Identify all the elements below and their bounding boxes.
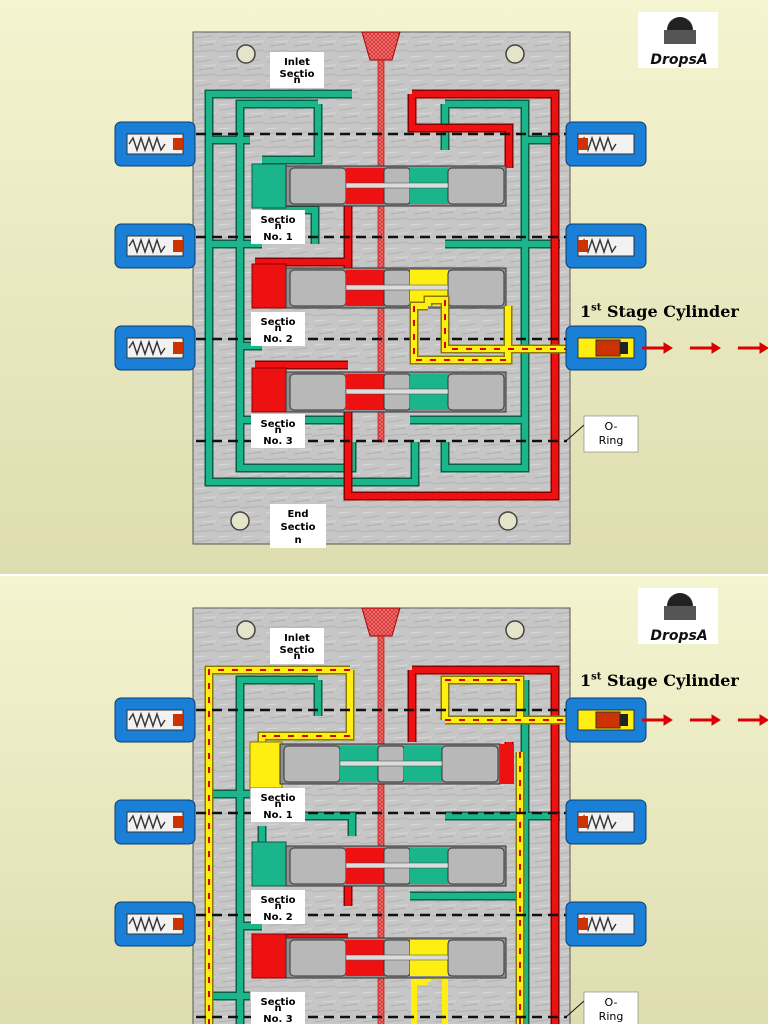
svg-text:Sectio: Sectio <box>261 317 296 328</box>
svg-text:Sectio: Sectio <box>261 895 296 906</box>
svg-text:Ring: Ring <box>599 1010 624 1023</box>
svg-text:n: n <box>274 901 281 912</box>
dropsa-logo: DropsA <box>638 588 718 644</box>
svg-text:n: n <box>274 799 281 810</box>
valve-diagram-2: Inlet Sectio n Sectio n No. 1 Sectio n N… <box>114 588 768 1024</box>
svg-text:Sectio: Sectio <box>261 793 296 804</box>
left-fittings <box>114 697 196 947</box>
svg-text:No. 1: No. 1 <box>263 810 293 821</box>
piston-assembly-2 <box>251 263 507 309</box>
svg-text:n: n <box>274 221 281 232</box>
svg-text:No. 3: No. 3 <box>263 436 293 447</box>
piston-assembly-1 <box>251 163 507 209</box>
slide-2: Inlet Sectio n Sectio n No. 1 Sectio n N… <box>0 576 768 1024</box>
mount-hole <box>236 44 256 64</box>
label-section-2: Sectio n No. 2 <box>251 890 305 924</box>
label-section-1: Sectio n No. 1 <box>251 788 305 822</box>
svg-text:Sectio: Sectio <box>281 522 316 533</box>
outlet-arrows <box>642 714 768 726</box>
piston-assembly-3 <box>251 933 507 979</box>
svg-text:No. 1: No. 1 <box>263 232 293 243</box>
svg-text:No. 2: No. 2 <box>263 334 293 345</box>
svg-text:Sectio: Sectio <box>261 419 296 430</box>
label-inlet-section: Inlet Sectio n <box>270 628 324 664</box>
slide-1: Inlet Sectio n Sectio n No. 1 Sectio n N… <box>0 0 768 576</box>
svg-text:No. 3: No. 3 <box>263 1014 293 1024</box>
mount-hole <box>498 511 518 531</box>
section-lines <box>196 708 567 1019</box>
svg-text:O-: O- <box>605 420 618 433</box>
dropsa-logo: DropsA <box>638 12 718 68</box>
svg-text:n: n <box>293 75 300 86</box>
label-end-section: End Sectio n <box>270 504 326 548</box>
svg-text:n: n <box>293 651 300 662</box>
outlet-arrows <box>642 342 768 354</box>
stage-cylinder-label: 1st Stage Cylinder <box>580 302 739 321</box>
svg-text:Ring: Ring <box>599 434 624 447</box>
svg-text:End: End <box>287 509 308 520</box>
mount-hole <box>505 620 525 640</box>
svg-text:n: n <box>294 535 301 546</box>
label-o-ring: O- Ring <box>565 415 639 453</box>
left-fittings <box>114 121 196 371</box>
label-section-2: Sectio n No. 2 <box>251 312 305 346</box>
piston-assembly-1 <box>249 741 514 789</box>
svg-text:Inlet: Inlet <box>284 57 310 68</box>
right-fittings <box>565 697 647 947</box>
svg-text:DropsA: DropsA <box>650 52 707 68</box>
mount-hole <box>236 620 256 640</box>
inlet-port <box>361 607 401 637</box>
stage-cylinder-label: 1st Stage Cylinder <box>580 671 739 690</box>
inlet-channel <box>377 635 385 1024</box>
label-inlet-section: Inlet Sectio n <box>270 52 324 88</box>
label-section-1: Sectio n No. 1 <box>251 210 305 244</box>
label-o-ring: O- Ring <box>565 991 639 1024</box>
svg-text:n: n <box>274 1003 281 1014</box>
svg-text:n: n <box>274 323 281 334</box>
svg-text:Inlet: Inlet <box>284 633 310 644</box>
right-fittings <box>565 121 647 371</box>
svg-text:No. 2: No. 2 <box>263 912 293 923</box>
mount-hole <box>505 44 525 64</box>
valve-diagram-1: Inlet Sectio n Sectio n No. 1 Sectio n N… <box>114 12 768 548</box>
piston-assembly-2 <box>251 841 507 887</box>
svg-text:Sectio: Sectio <box>261 997 296 1008</box>
svg-text:n: n <box>274 425 281 436</box>
active-flow-path <box>409 295 600 365</box>
svg-text:O-: O- <box>605 996 618 1009</box>
label-section-3: Sectio n No. 3 <box>251 414 305 448</box>
svg-text:DropsA: DropsA <box>650 628 707 644</box>
mount-hole <box>230 511 250 531</box>
svg-text:Sectio: Sectio <box>280 69 315 80</box>
svg-text:Sectio: Sectio <box>261 215 296 226</box>
label-section-3: Sectio n No. 3 <box>251 992 305 1024</box>
svg-text:Sectio: Sectio <box>280 645 315 656</box>
inlet-port <box>361 31 401 61</box>
piston-assembly-3 <box>251 367 507 413</box>
